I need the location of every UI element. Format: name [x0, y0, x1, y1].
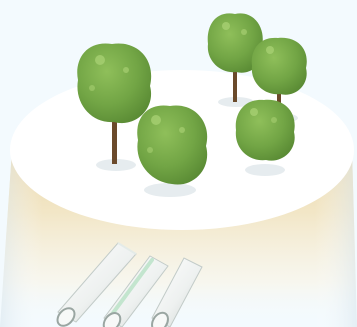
- soil-cross-section-illustration: [0, 0, 357, 327]
